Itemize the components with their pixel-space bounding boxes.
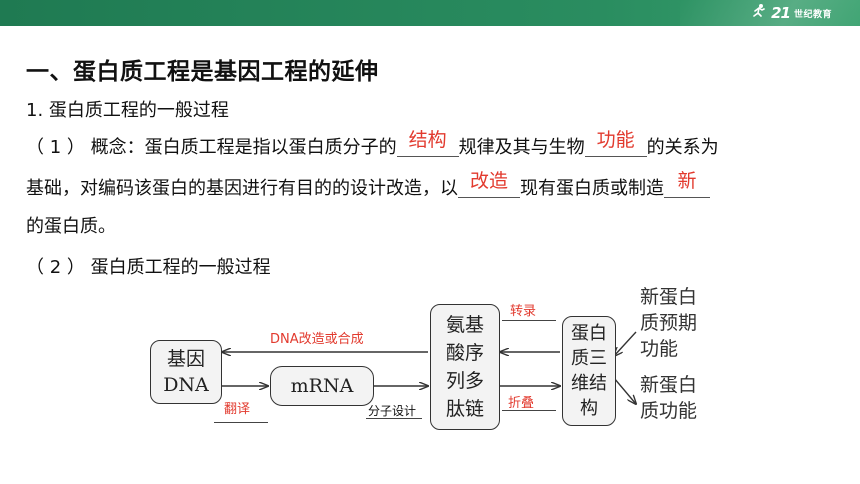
brand-logo: 21 世纪教育 <box>751 3 832 23</box>
newfunc-line-1: 新蛋白 <box>640 374 698 396</box>
header-bar: 21 世纪教育 <box>0 0 860 26</box>
gene-box-line-1: 基因 <box>166 348 205 370</box>
transcribe-underline <box>502 320 556 321</box>
section-subtitle: 1. 蛋白质工程的一般过程 <box>26 100 229 121</box>
answer-blank-1: 结构 <box>396 129 459 157</box>
arrow-expected-to-structure <box>614 331 637 356</box>
header-accent <box>680 0 860 26</box>
answer-modify: 改造 <box>469 170 508 192</box>
amino-acid-box: 氨基 酸序 列多 肽链 <box>430 304 500 430</box>
newfunc-line-2: 质功能 <box>640 400 698 422</box>
mrna-box: mRNA <box>270 366 374 406</box>
label-transcribe: 转录 <box>510 304 537 319</box>
structure-line-4: 构 <box>580 398 598 419</box>
label-dna-modify: DNA改造或合成 <box>270 332 364 347</box>
paragraph-line-4: （ 2 ） 蛋白质工程的一般过程 <box>26 257 271 278</box>
paragraph-line-2: 基础，对编码该蛋白的基因进行有目的的设计改造，以改造现有蛋白质或制造新 <box>26 170 710 200</box>
p1-suffix: 的关系为 <box>646 137 719 158</box>
design-underline <box>366 418 422 419</box>
label-fold: 折叠 <box>508 396 535 411</box>
runner-icon <box>751 3 767 23</box>
mrna-box-text: mRNA <box>290 375 354 397</box>
amino-line-4: 肽链 <box>445 398 484 420</box>
structure-line-3: 维结 <box>571 373 607 394</box>
page-title: 一、蛋白质工程是基因工程的延伸 <box>26 59 379 85</box>
amino-line-3: 列多 <box>445 370 484 392</box>
paragraph-line-1: （ 1 ） 概念：蛋白质工程是指以蛋白质分子的结构规律及其与生物功能的关系为 <box>26 129 719 159</box>
expected-line-1: 新蛋白 <box>640 286 698 308</box>
expected-line-3: 功能 <box>640 338 679 360</box>
fold-underline <box>502 410 556 411</box>
structure-box: 蛋白 质三 维结 构 <box>562 316 616 426</box>
answer-blank-3: 改造 <box>458 170 520 198</box>
amino-line-2: 酸序 <box>445 342 484 364</box>
new-function-text: 新蛋白 质功能 <box>640 372 697 424</box>
answer-function: 功能 <box>596 129 635 151</box>
expected-function-text: 新蛋白 质预期 功能 <box>640 284 697 362</box>
amino-line-1: 氨基 <box>445 314 484 336</box>
p1-prefix: （ 1 ） 概念：蛋白质工程是指以蛋白质分子的 <box>26 137 397 158</box>
structure-line-2: 质三 <box>571 348 607 369</box>
p1-mid: 规律及其与生物 <box>458 137 585 158</box>
logo-text: 世纪教育 <box>793 9 832 20</box>
answer-structure: 结构 <box>408 129 447 151</box>
structure-line-1: 蛋白 <box>571 323 607 344</box>
paragraph-line-3: 的蛋白质。 <box>26 216 116 237</box>
label-translate: 翻译 <box>224 402 251 417</box>
gene-dna-box: 基因 DNA <box>150 340 222 404</box>
answer-blank-4: 新 <box>664 170 710 198</box>
answer-new: 新 <box>677 170 697 192</box>
label-molecular-design: 分子设计 <box>368 404 417 418</box>
translate-underline <box>214 422 268 423</box>
logo-mark: 21 <box>771 4 791 22</box>
answer-blank-2: 功能 <box>584 129 647 157</box>
p2-prefix: 基础，对编码该蛋白的基因进行有目的的设计改造，以 <box>26 178 458 199</box>
expected-line-2: 质预期 <box>640 312 698 334</box>
p2-mid: 现有蛋白质或制造 <box>520 178 664 199</box>
gene-box-line-2: DNA <box>163 374 209 396</box>
arrow-structure-to-new <box>613 377 636 404</box>
